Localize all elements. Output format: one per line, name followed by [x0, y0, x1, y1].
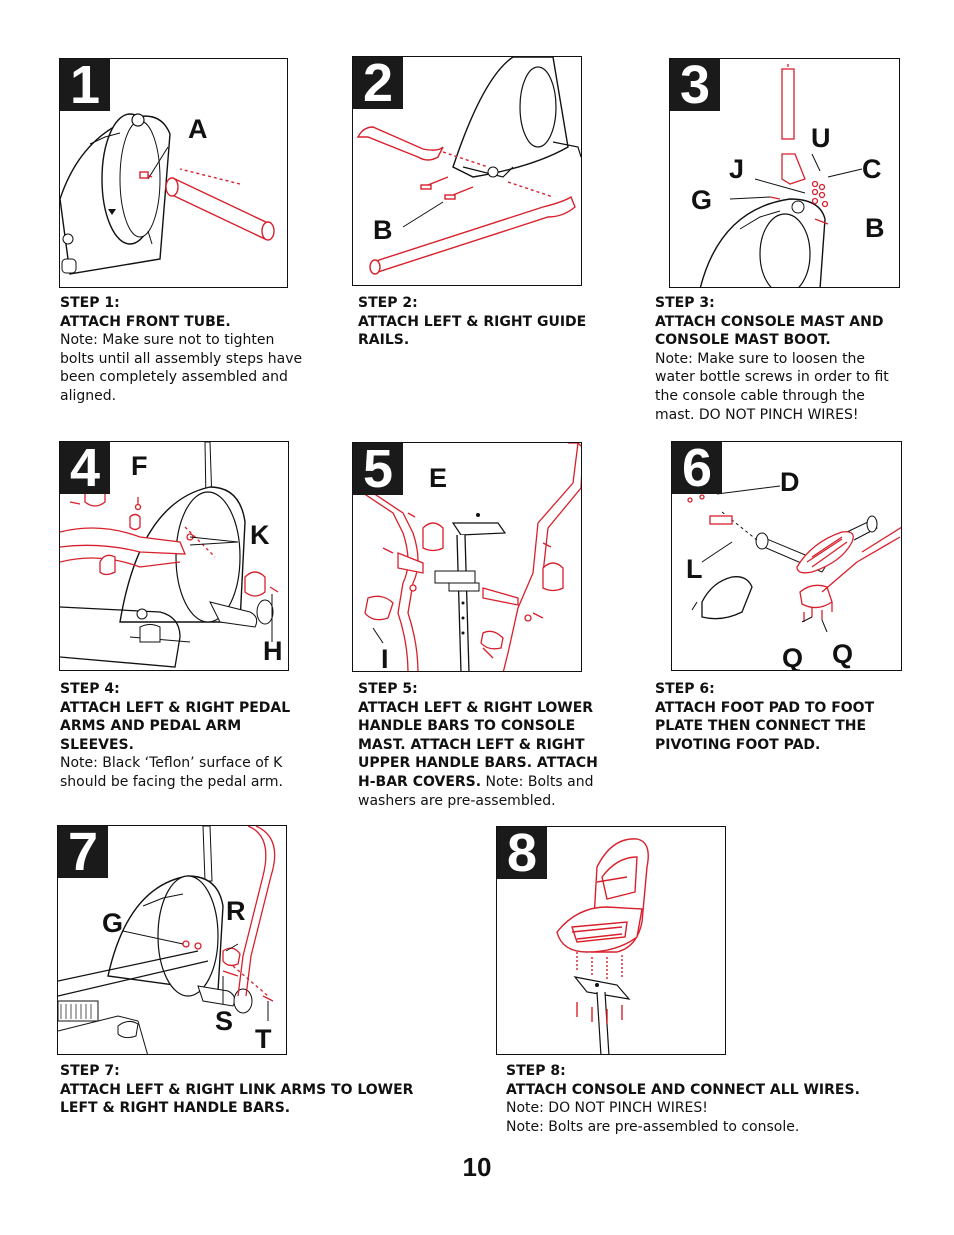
- step-title: STEP 3:: [655, 295, 715, 311]
- part-label-a: A: [188, 114, 208, 144]
- part-label-g: G: [691, 185, 713, 215]
- step-note: Note: DO NOT PINCH WIRES!: [506, 1100, 708, 1117]
- part-label-g: G: [102, 908, 124, 938]
- part-label-q: Q: [782, 643, 804, 671]
- step-heading: ATTACH LEFT & RIGHT GUIDE RAILS.: [358, 313, 587, 349]
- step-heading: ATTACH FRONT TUBE.: [60, 313, 231, 330]
- step-heading: ATTACH FOOT PAD TO FOOT PLATE THEN CONNE…: [655, 699, 875, 753]
- step-2-illustration: [356, 57, 581, 275]
- step-heading: ATTACH LEFT & RIGHT PEDAL ARMS AND PEDAL…: [60, 699, 291, 753]
- page-number: 10: [462, 1152, 492, 1182]
- part-label-h: H: [263, 636, 283, 666]
- step-title: STEP 2:: [358, 295, 418, 311]
- part-label-t: T: [255, 1024, 272, 1054]
- step-title: STEP 8:: [506, 1063, 566, 1079]
- step-5-caption: STEP 5: ATTACH LEFT & RIGHT LOWER HANDLE…: [358, 680, 598, 810]
- step-heading: ATTACH CONSOLE MAST AND CONSOLE MAST BOO…: [655, 313, 884, 349]
- step-title: STEP 5:: [358, 681, 418, 697]
- part-label-i: I: [381, 644, 389, 672]
- part-label-s: S: [215, 1006, 234, 1036]
- step-heading: ATTACH LEFT & RIGHT LOWER HANDLE BARS TO…: [358, 699, 598, 790]
- step-3-diagram: 3 U J C G B: [669, 58, 900, 288]
- part-label-b: B: [865, 213, 885, 243]
- step-number: 2: [353, 57, 403, 110]
- step-8-caption: STEP 8: ATTACH CONSOLE AND CONNECT ALL W…: [506, 1062, 886, 1136]
- step-note: Note: Black ‘Teflon’ surface of K should…: [60, 755, 283, 790]
- part-label-k: K: [250, 520, 270, 550]
- step-1-illustration: [60, 113, 275, 275]
- part-label-e: E: [429, 463, 448, 493]
- part-label-r: R: [226, 896, 246, 926]
- step-note: Note: Bolts and washers are pre-assemble…: [358, 773, 594, 809]
- step-1-diagram: 1 A: [59, 58, 288, 288]
- step-4-caption: STEP 4: ATTACH LEFT & RIGHT PEDAL ARMS A…: [60, 680, 295, 792]
- step-7-diagram: 7 G R S T: [57, 825, 287, 1055]
- step-7-illustration: [58, 826, 276, 1054]
- step-title: STEP 6:: [655, 681, 715, 697]
- step-3-illustration: [699, 64, 863, 287]
- step-6-diagram: 6 D L Q Q: [671, 441, 902, 671]
- step-number: 5: [353, 443, 403, 496]
- part-label-j: J: [729, 154, 745, 184]
- step-2-caption: STEP 2: ATTACH LEFT & RIGHT GUIDE RAILS.: [358, 294, 588, 350]
- step-note: Note: Make sure not to tighten bolts unt…: [60, 332, 303, 404]
- part-label-u: U: [811, 123, 831, 153]
- part-label-f: F: [131, 451, 148, 481]
- step-number: 8: [497, 827, 547, 880]
- step-6-illustration: [687, 485, 901, 633]
- step-3-caption: STEP 3: ATTACH CONSOLE MAST AND CONSOLE …: [655, 294, 900, 424]
- step-4-illustration: [60, 442, 279, 668]
- part-label-l: L: [686, 554, 703, 584]
- step-7-caption: STEP 7: ATTACH LEFT & RIGHT LINK ARMS TO…: [60, 1062, 445, 1118]
- step-2-diagram: 2 B: [352, 56, 582, 286]
- step-title: STEP 1:: [60, 295, 120, 311]
- step-6-caption: STEP 6: ATTACH FOOT PAD TO FOOT PLATE TH…: [655, 680, 895, 754]
- step-5-illustration: [362, 443, 581, 671]
- step-number: 6: [672, 442, 722, 495]
- step-8-illustration: [556, 838, 649, 1054]
- step-number: 1: [60, 59, 110, 112]
- part-label-q: Q: [832, 639, 854, 669]
- step-title: STEP 4:: [60, 681, 120, 697]
- step-heading: ATTACH CONSOLE AND CONNECT ALL WIRES.: [506, 1081, 860, 1098]
- step-title: STEP 7:: [60, 1063, 120, 1079]
- step-8-diagram: 8: [496, 826, 726, 1055]
- part-label-d: D: [780, 467, 800, 497]
- part-label-b: B: [373, 215, 393, 245]
- part-label-c: C: [862, 154, 882, 184]
- step-number: 4: [60, 442, 110, 495]
- step-heading: ATTACH LEFT & RIGHT LINK ARMS TO LOWER L…: [60, 1081, 414, 1117]
- step-5-diagram: 5 E I: [352, 442, 582, 672]
- step-4-diagram: 4 F K H: [59, 441, 289, 671]
- step-1-caption: STEP 1: ATTACH FRONT TUBE. Note: Make su…: [60, 294, 305, 406]
- step-number: 3: [670, 59, 720, 112]
- step-note-2: Note: Bolts are pre-assembled to console…: [506, 1118, 800, 1135]
- step-note: Note: Make sure to loosen the water bott…: [655, 350, 889, 423]
- step-number: 7: [58, 826, 108, 879]
